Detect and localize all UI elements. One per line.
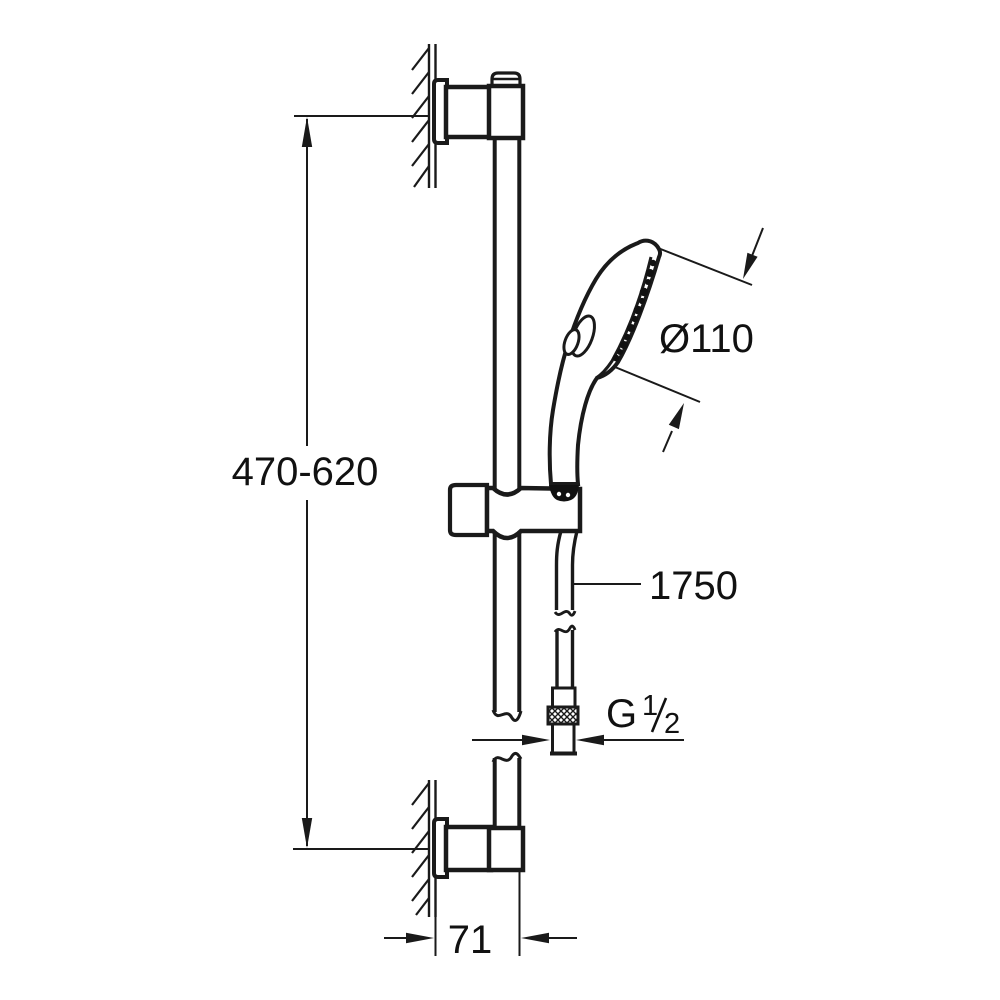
shower-rail [491,134,523,830]
thread-denominator: 2 [664,708,680,740]
hand-shower-outline [547,238,663,486]
hose-edge [554,530,563,610]
fraction-slash-icon [650,697,668,733]
hand-shower [547,238,663,502]
hose-break-line [553,610,577,617]
arrow-right-icon [522,734,550,746]
shower-hose [546,530,580,756]
dim-label-wall-offset: 71 [448,918,493,962]
hose-edge [570,530,579,610]
bracket-body [443,84,494,140]
rail-end-cap [490,71,522,88]
glide-element [447,482,583,541]
dim-label-height: 470-620 [232,450,379,494]
wall-bracket-bottom [432,817,526,879]
arrow-icon [743,252,758,279]
control-button-bump [562,328,581,356]
hose-connector-g12 [551,722,576,755]
hose-ferrule [551,686,577,709]
dim-label-diameter: Ø110 [659,317,754,361]
extension-line [609,364,701,403]
arrow-down-icon [301,818,313,848]
hose-nut-knurled [546,705,580,726]
thread-numerator: 1 [642,690,658,722]
arrow-icon [668,403,684,430]
bracket-body [443,824,494,873]
dim-label-hose-length: 1750 [649,564,738,608]
rail-break-line [491,709,523,722]
slider-body [484,485,583,541]
arrow-line [662,430,673,453]
adjustment-knob [447,482,490,538]
inlet-cap-dot [556,491,562,497]
arrow-right-icon [406,932,434,944]
handle-inlet-cap [549,485,579,502]
thread-letter: G [606,692,637,736]
bracket-rail-holder [486,83,526,141]
rail-break-line [491,752,523,763]
arrow-up-icon [301,117,313,147]
bracket-rail-holder [486,825,526,873]
dim-height-470-620 [293,115,429,850]
dim-thread-g12 [472,734,684,746]
inlet-cap-dot [565,492,571,498]
spray-nozzles [612,259,657,362]
wall-hatch-icon [411,47,430,188]
arrow-left-icon [576,734,604,746]
hose-break-line [553,624,577,634]
wall-bracket-top [432,78,526,145]
extension-line [657,247,753,286]
arrow-left-icon [521,932,549,944]
dim-wall-offset-71 [384,872,577,956]
dim-diameter-110 [609,227,764,453]
dim-label-thread: G 1 2 [606,690,680,740]
